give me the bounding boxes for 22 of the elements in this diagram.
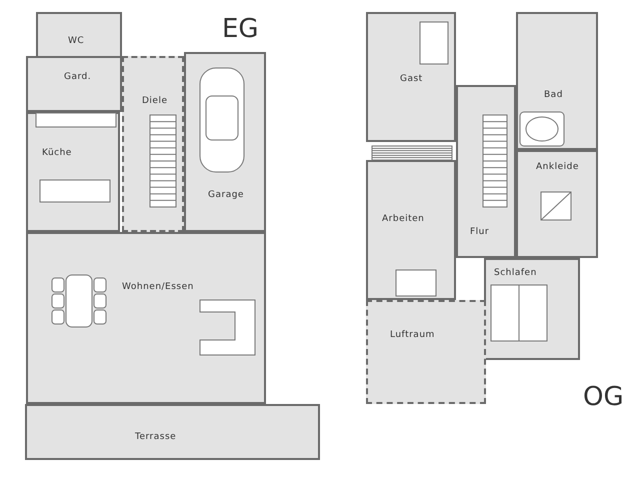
floor-label: OG: [583, 382, 624, 412]
room-label: Arbeiten: [382, 214, 424, 224]
terrace-area: [25, 404, 320, 460]
gallery-void-area: [366, 300, 486, 404]
room-label: Luftraum: [390, 330, 435, 340]
wardrobe-room: [26, 56, 122, 112]
room-label: Terrasse: [135, 432, 176, 442]
room-label: Gast: [400, 74, 423, 84]
wc-room: [36, 12, 122, 58]
room-label: Flur: [470, 227, 490, 237]
room-label: WC: [68, 36, 84, 46]
room-label: Ankleide: [536, 162, 579, 172]
room-label: Küche: [42, 148, 72, 158]
study-room: [366, 160, 456, 300]
room-label: Wohnen/Essen: [122, 282, 194, 292]
floor-label: EG: [222, 14, 259, 44]
room-label: Bad: [544, 90, 563, 100]
room-label: Schlafen: [494, 268, 537, 278]
dressing-room: [516, 150, 598, 258]
room-label: Gard.: [64, 72, 92, 82]
room-label: Diele: [142, 96, 168, 106]
room-label: Garage: [208, 190, 244, 200]
